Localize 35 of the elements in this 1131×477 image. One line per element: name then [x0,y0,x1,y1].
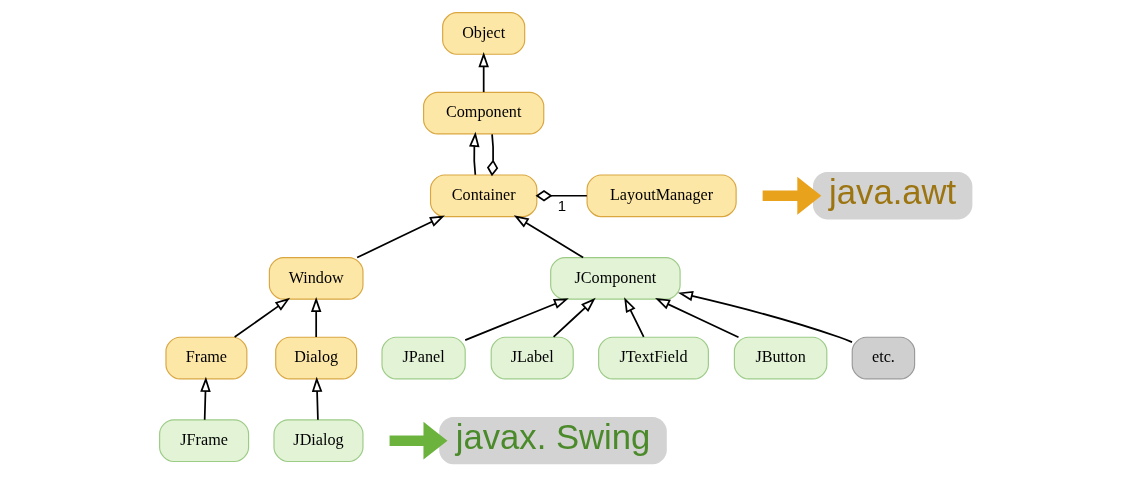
arrow [389,421,447,460]
node-box: Frame [164,336,247,380]
arrow [310,297,321,338]
arrow [477,52,489,93]
node-box: LayoutManager [586,174,737,218]
node-box: JFrame [158,419,249,463]
node-box: JLabel [490,336,574,380]
arrow [623,297,645,338]
node-box: java.awt [812,172,972,220]
node-box: JTextField [597,336,709,380]
node-box: JDialog [272,419,364,463]
node-box: Window [268,257,364,300]
node-box: etc. [851,336,915,380]
node-box: JButton [733,336,827,380]
arrow [513,215,584,259]
arrow [552,297,596,338]
node-box: javax. Swing [438,417,667,465]
node-box: JPanel [380,336,466,380]
arrow [654,298,739,339]
node-box: Component [422,91,544,135]
edge-label: 1 [557,197,566,215]
node-box: Container [429,174,537,218]
arrow [355,215,445,259]
arrow [762,176,821,215]
arrow [233,297,290,338]
connector [535,190,588,202]
arrow [463,298,569,341]
node-box: Dialog [274,336,357,380]
arrow [311,376,322,421]
node-box: Object [441,12,525,55]
arrow [468,131,480,176]
arrow [199,376,211,421]
connector [486,133,498,177]
arrow [677,290,853,343]
node-box: JComponent [549,257,681,300]
